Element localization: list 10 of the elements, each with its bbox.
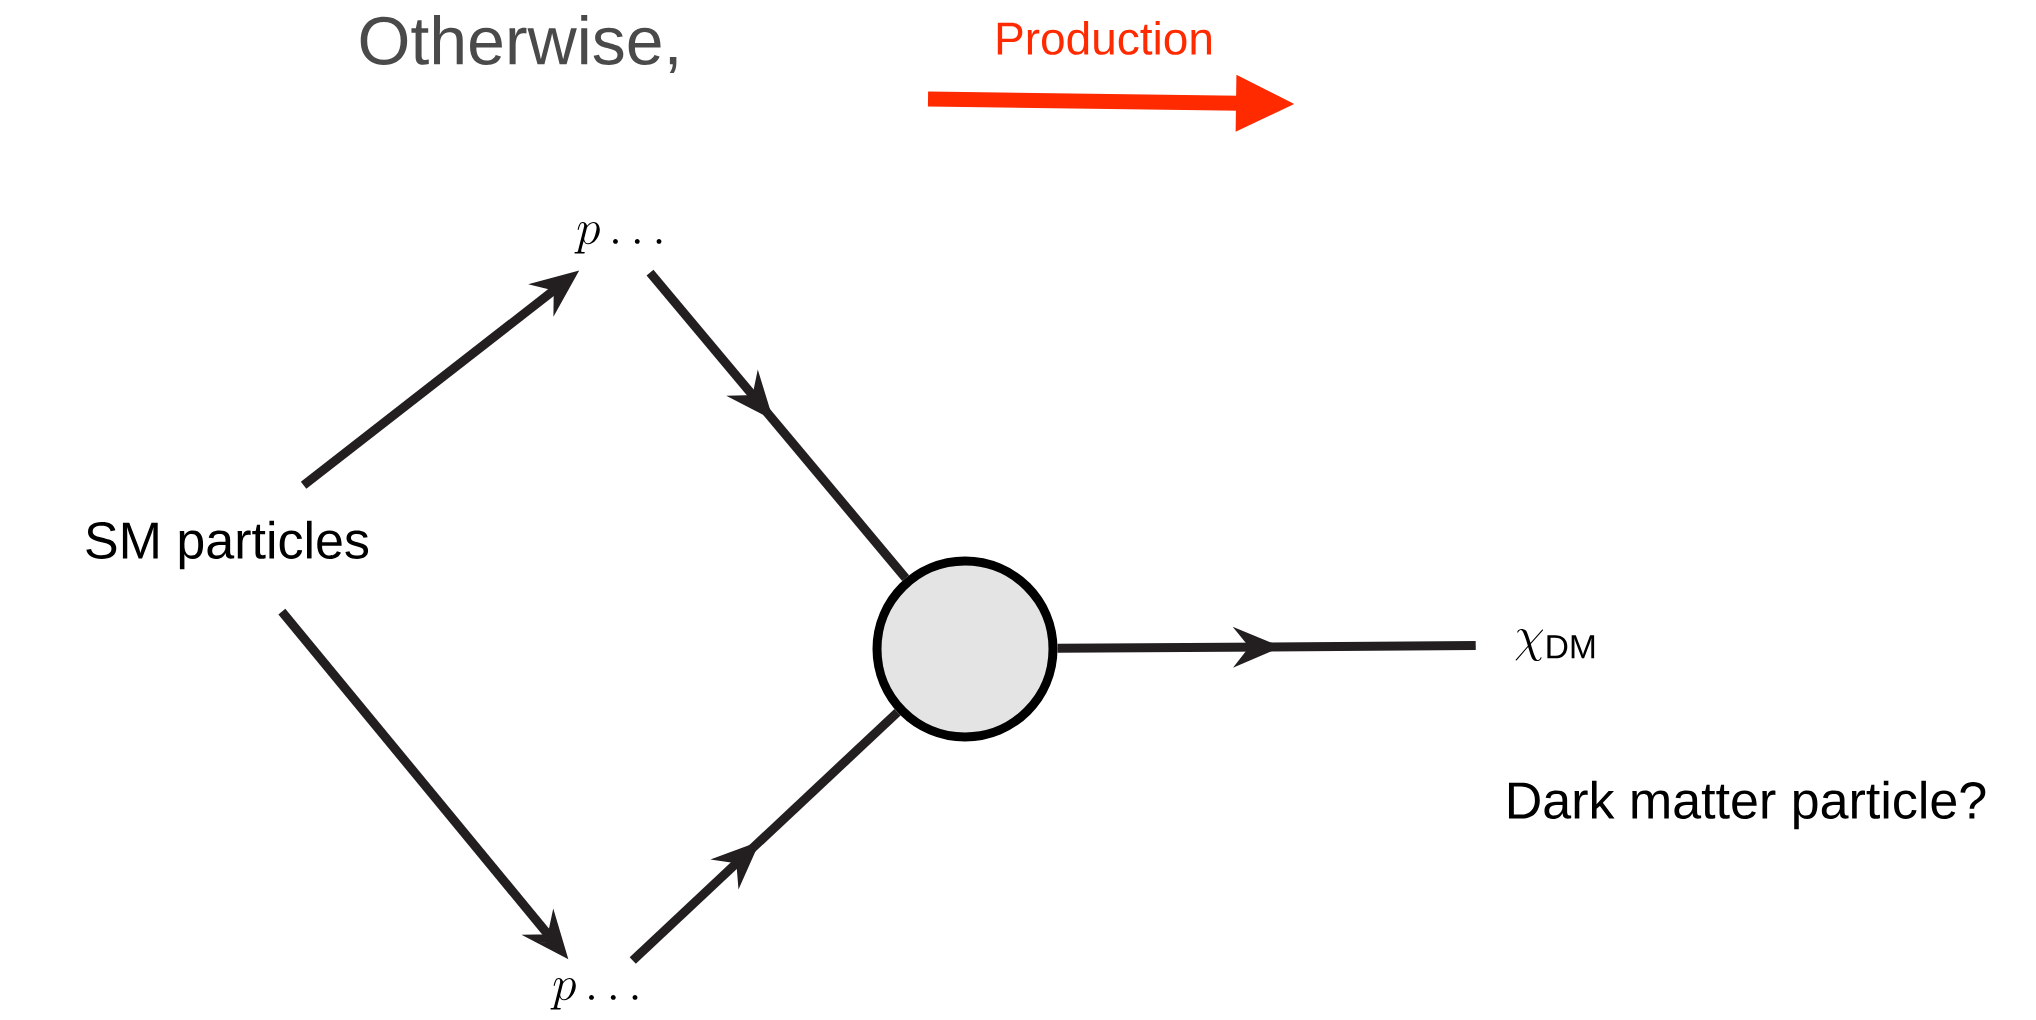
particle-symbol: $p\ldots$ bbox=[574, 221, 662, 254]
particle-symbol: $p\ldots$ bbox=[550, 977, 638, 1010]
arrow-label: Production bbox=[997, 21, 1211, 55]
arrow bbox=[629, 708, 901, 964]
arrow bbox=[646, 269, 910, 581]
caption-text: Dark matter particle? bbox=[1509, 780, 1986, 830]
particle-symbol: $\chi_{\rm DM}$ bbox=[1515, 628, 1595, 662]
heading-text: Otherwise, bbox=[360, 15, 677, 73]
vertex-circle bbox=[872, 556, 1058, 742]
particle-label: SM particles bbox=[86, 520, 369, 570]
